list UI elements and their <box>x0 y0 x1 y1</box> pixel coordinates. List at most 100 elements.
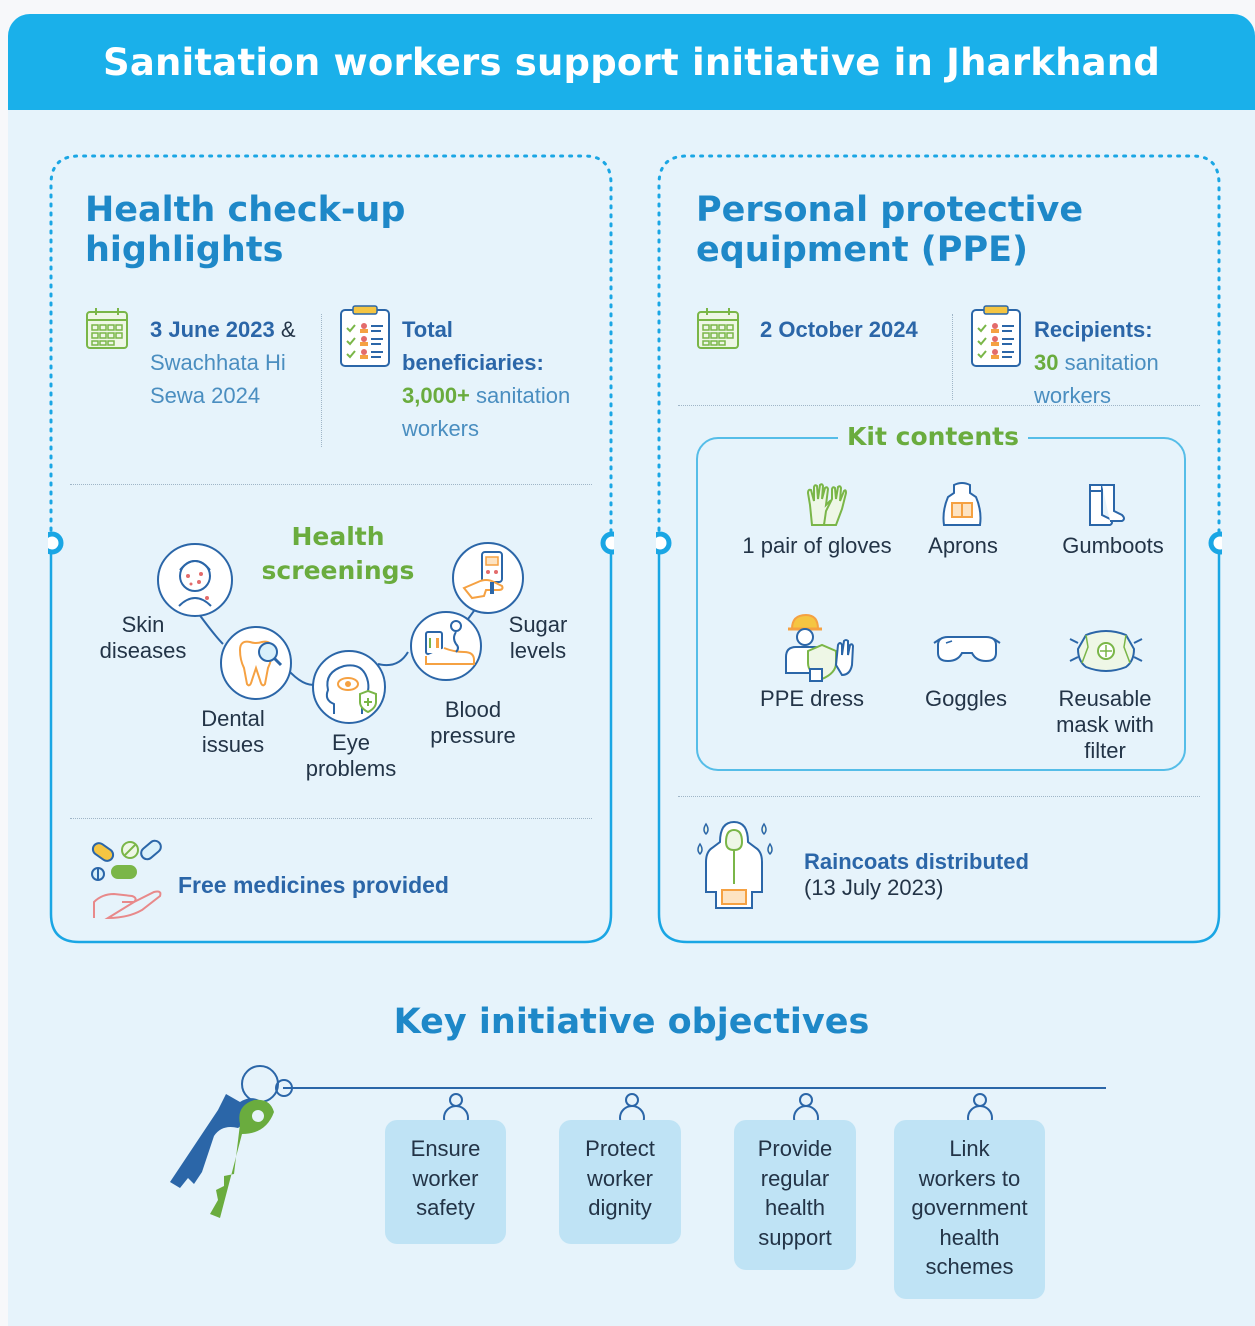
ppe-worker-icon <box>785 613 855 682</box>
medicine-hand-icon <box>91 839 162 920</box>
divider <box>321 314 322 447</box>
screening-label-skin: Skin diseases <box>88 612 198 664</box>
objective-2-line2: worker <box>586 1165 653 1191</box>
checklist-icon <box>971 305 1021 367</box>
medicines-text: Free medicines provided <box>178 869 449 902</box>
apron-icon <box>942 482 982 526</box>
kit-label-mask-line3: filter <box>1084 738 1126 763</box>
recipients-value: 30 <box>1034 350 1059 375</box>
beneficiaries-rest2: workers <box>402 416 480 441</box>
kit-label-mask-line1: Reusable <box>1058 686 1152 711</box>
screening-dental-line1: Dental <box>201 706 265 731</box>
recipients-label: Recipients: <box>1034 317 1153 342</box>
screening-skin-line2: diseases <box>99 638 187 663</box>
ppe-heading-line1: Personal protective <box>696 190 1084 230</box>
screening-dental-line2: issues <box>201 732 265 757</box>
health-date-line2: Swachhata Hi <box>150 350 286 375</box>
objective-3-line1: Provide <box>757 1136 833 1161</box>
screening-skin-line1: Skin <box>121 612 165 637</box>
ppe-date-value: 2 October 2024 <box>760 317 918 342</box>
divider <box>678 796 1200 797</box>
kit-title: Kit contents <box>838 421 1028 453</box>
objective-4-line2: workers to <box>918 1165 1021 1191</box>
calendar-icon <box>86 308 128 349</box>
beneficiaries-label-line2: beneficiaries: <box>402 350 544 375</box>
gumboots-icon <box>1089 484 1125 526</box>
screenings-title-line1: Health <box>291 522 385 551</box>
kit-label-gumboots: Gumboots <box>1062 533 1164 558</box>
screening-eye-line2: problems <box>305 756 397 781</box>
objective-card: Link workers to government health scheme… <box>894 1120 1045 1299</box>
glucometer-icon <box>452 542 524 614</box>
objective-4-line4: health <box>939 1224 1000 1250</box>
objective-2-line3: dignity <box>588 1195 652 1220</box>
ppe-panel: Personal protective equipment (PPE) 2 Oc… <box>656 154 1222 944</box>
kit-label-mask: Reusable mask with filter <box>1040 686 1170 764</box>
ppe-panel-frame <box>656 154 1222 944</box>
medicines-label: Free medicines provided <box>178 872 449 898</box>
screening-bp-line2: pressure <box>430 723 516 748</box>
screening-label-sugar: Sugar levels <box>498 612 578 664</box>
kit-label-aprons: Aprons <box>928 533 998 558</box>
health-date-amp: & <box>274 317 296 342</box>
screenings-title: Health screenings <box>248 520 428 588</box>
blood-pressure-icon <box>410 611 482 681</box>
ppe-date: 2 October 2024 <box>760 313 918 346</box>
objective-4-line1: Link <box>949 1136 990 1161</box>
page-title: Sanitation workers support initiative in… <box>102 40 1161 84</box>
divider <box>678 405 1200 406</box>
beneficiaries-label-line1: Total <box>402 317 453 342</box>
divider <box>952 314 953 400</box>
health-panel-frame <box>48 154 614 944</box>
screening-label-eye: Eye problems <box>286 730 416 782</box>
screening-sugar-line2: levels <box>509 638 567 663</box>
health-heading: Health check-up highlights <box>85 190 405 270</box>
calendar-icon <box>697 308 739 349</box>
checklist-icon <box>340 305 390 367</box>
kit-label-ppe-dress: PPE dress <box>760 686 864 711</box>
divider <box>70 484 592 485</box>
ppe-heading: Personal protective equipment (PPE) <box>696 190 1083 270</box>
title-bar: Sanitation workers support initiative in… <box>8 14 1255 110</box>
objective-card: Ensure worker safety <box>385 1120 506 1244</box>
tooth-magnifier-icon <box>220 626 292 700</box>
objective-2-line1: Protect <box>585 1136 655 1161</box>
beneficiaries: Total beneficiaries: 3,000+ sanitation w… <box>402 313 570 445</box>
screening-label-dental: Dental issues <box>188 706 278 758</box>
beneficiaries-value: 3,000+ <box>402 383 470 408</box>
screening-eye-line1: Eye <box>332 730 370 755</box>
health-date-bold: 3 June 2023 <box>150 317 275 342</box>
face-rash-icon <box>157 543 233 617</box>
screenings-title-line2: screenings <box>261 556 415 585</box>
health-panel: Health check-up highlights 3 June 2023 &… <box>48 154 614 944</box>
recipients: Recipients: 30 sanitation workers <box>1034 313 1159 412</box>
objective-3-line3: health <box>765 1195 825 1220</box>
infographic-card: Sanitation workers support initiative in… <box>8 14 1255 1326</box>
goggles-icon <box>933 636 1001 663</box>
ppe-heading-line2: equipment (PPE) <box>696 230 1029 270</box>
gloves-icon <box>806 483 848 526</box>
raincoats-date: (13 July 2023) <box>804 875 944 900</box>
raincoats-title: Raincoats distributed <box>804 849 1029 874</box>
kit-label-goggles: Goggles <box>925 686 1007 711</box>
objectives-keyring <box>170 1065 1106 1218</box>
objective-1-line1: Ensure <box>410 1136 481 1161</box>
health-date-line3: Sewa 2024 <box>150 383 261 408</box>
objective-4-line3: government <box>911 1195 1028 1220</box>
objective-card: Provide regular health support <box>734 1120 856 1270</box>
objective-1-line3: safety <box>416 1195 475 1220</box>
screening-bp-line1: Blood <box>444 697 502 722</box>
screening-label-bp: Blood pressure <box>408 697 538 749</box>
kit-label-gloves: 1 pair of gloves <box>742 533 892 558</box>
health-date: 3 June 2023 & Swachhata Hi Sewa 2024 <box>150 313 296 412</box>
eye-head-icon <box>312 650 386 724</box>
objectives-title: Key initiative objectives <box>393 1002 870 1042</box>
divider <box>70 818 592 819</box>
kit-label-mask-line2: mask with <box>1056 712 1154 737</box>
objective-3-line4: support <box>758 1224 832 1250</box>
raincoat-icon <box>697 820 773 909</box>
objective-3-line2: regular <box>760 1165 830 1191</box>
recipients-rest1: sanitation <box>1058 350 1159 375</box>
health-heading-line1: Health check-up <box>85 190 406 230</box>
screenings-connector <box>187 587 486 686</box>
